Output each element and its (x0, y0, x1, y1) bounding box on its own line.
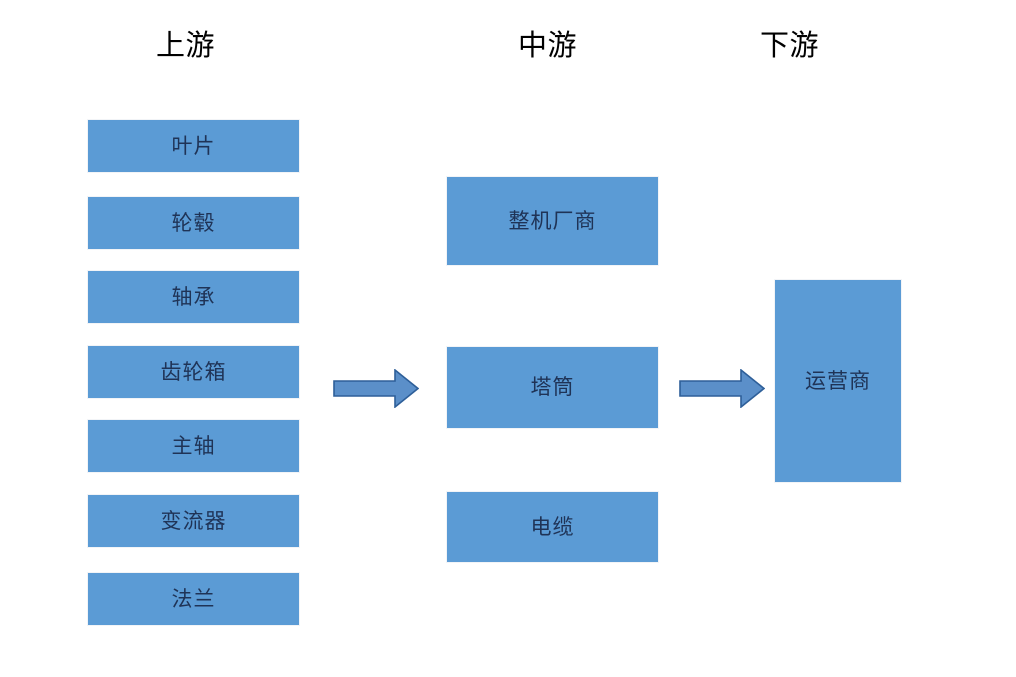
midstream-box-cable-label: 电缆 (530, 514, 575, 539)
upstream-box-main-shaft-label: 主轴 (171, 433, 216, 458)
arrow-right-icon-upstream-to-midstream (333, 369, 419, 408)
upstream-box-flange[interactable]: 法兰 (88, 573, 299, 625)
column-heading-midstream: 中游 (518, 30, 578, 62)
downstream-box-operator-label: 运营商 (805, 368, 871, 393)
midstream-box-turbine-manufacturer-label: 整机厂商 (508, 208, 597, 233)
upstream-box-hub-label: 轮毂 (171, 210, 216, 235)
upstream-box-bearing[interactable]: 轴承 (88, 271, 299, 323)
upstream-box-converter[interactable]: 变流器 (88, 495, 299, 547)
upstream-box-main-shaft[interactable]: 主轴 (88, 420, 299, 472)
upstream-box-blade[interactable]: 叶片 (88, 120, 299, 172)
upstream-box-gearbox-label: 齿轮箱 (160, 359, 227, 384)
arrow-right-icon-midstream-to-downstream (679, 369, 765, 408)
upstream-box-bearing-label: 轴承 (171, 284, 216, 309)
upstream-box-flange-label: 法兰 (171, 586, 216, 611)
downstream-box-operator[interactable]: 运营商 (775, 280, 901, 482)
upstream-box-hub[interactable]: 轮毂 (88, 197, 299, 249)
midstream-box-tower-label: 塔筒 (530, 375, 575, 399)
upstream-box-blade-label: 叶片 (171, 133, 216, 158)
upstream-box-gearbox[interactable]: 齿轮箱 (88, 346, 299, 398)
midstream-box-cable[interactable]: 电缆 (447, 492, 658, 562)
column-heading-upstream: 上游 (156, 30, 216, 62)
upstream-box-converter-label: 变流器 (160, 508, 227, 533)
midstream-box-tower[interactable]: 塔筒 (447, 347, 658, 428)
midstream-box-turbine-manufacturer[interactable]: 整机厂商 (447, 177, 658, 265)
column-heading-downstream: 下游 (760, 30, 820, 62)
